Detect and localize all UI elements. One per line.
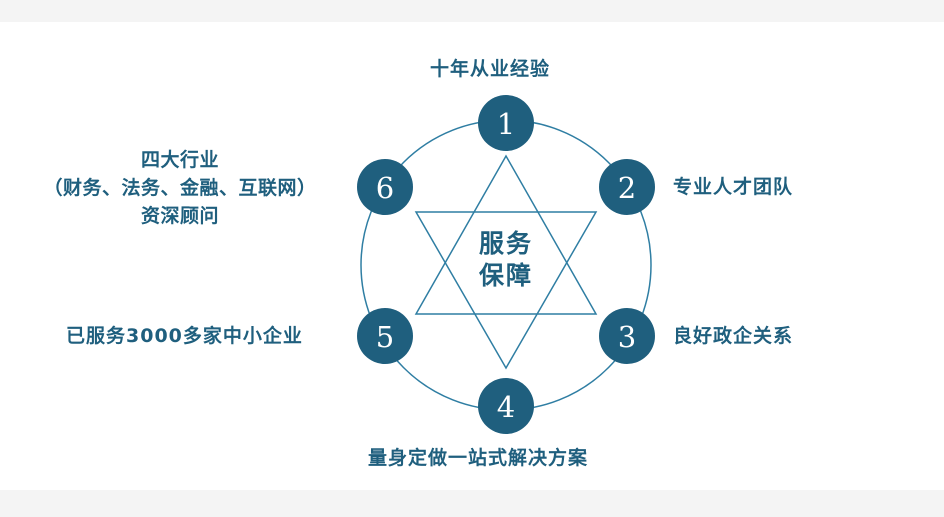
node-4-label: 量身定做一站式解决方案 — [368, 447, 589, 469]
node-4: 4 — [478, 378, 534, 434]
node-6: 6 — [357, 159, 413, 215]
center-title-line-2: 保障 — [478, 261, 533, 290]
center-title: 服务 保障 — [466, 228, 546, 292]
node-6-label-line-3: 资深顾问 — [140, 205, 219, 227]
triangle-down — [414, 211, 598, 370]
center-title-line-1: 服务 — [478, 229, 533, 258]
node-2-number: 2 — [618, 171, 636, 205]
node-5: 5 — [357, 308, 413, 364]
content-background — [0, 22, 944, 490]
node-1-number: 1 — [497, 107, 515, 141]
node-5-label: 已服务3000多家中小企业 — [66, 325, 303, 347]
node-4-number: 4 — [497, 390, 515, 424]
node-5-number: 5 — [376, 320, 394, 354]
node-1: 1 — [478, 95, 534, 151]
node-3-label: 良好政企关系 — [673, 325, 794, 347]
node-3-number: 3 — [618, 320, 636, 354]
node-6-label-line-2: （财务、法务、金融、互联网） — [43, 177, 317, 199]
node-2-label: 专业人才团队 — [673, 176, 794, 198]
node-1-label: 十年从业经验 — [430, 58, 551, 80]
node-6-label-line-1: 四大行业 — [140, 149, 219, 171]
triangle-up — [414, 154, 598, 315]
node-6-label: 四大行业 （财务、法务、金融、互联网） 资深顾问 — [10, 146, 350, 230]
node-3: 3 — [599, 308, 655, 364]
node-6-number: 6 — [376, 171, 394, 205]
node-2: 2 — [599, 159, 655, 215]
